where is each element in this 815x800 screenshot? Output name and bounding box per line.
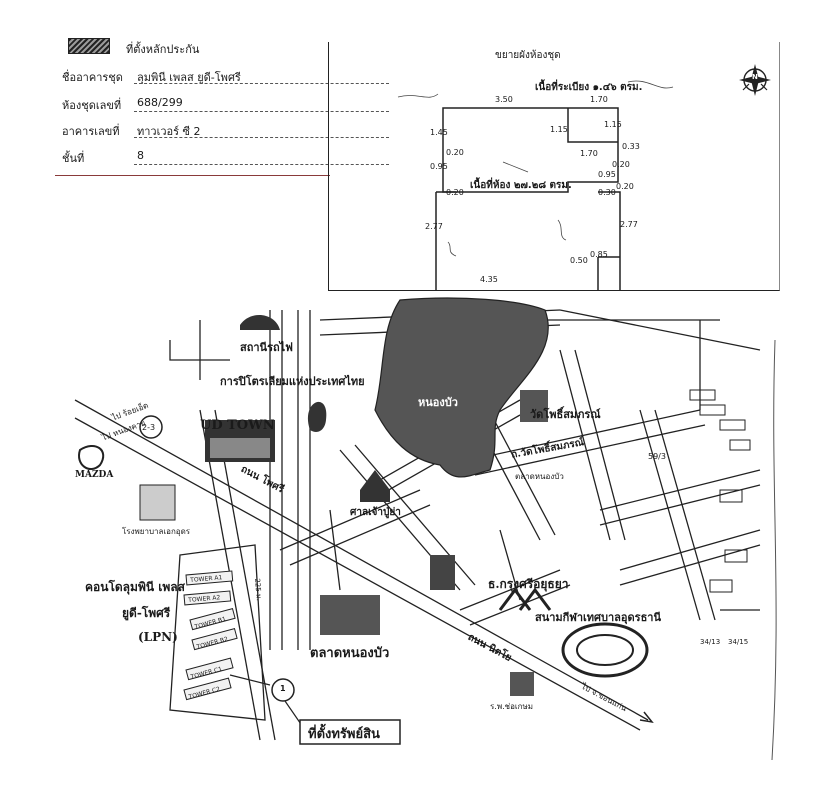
map-label-petroleum: การปิโตรเลียมแห่งประเทศไทย [220,375,365,388]
map-label-bank: ธ.กรุงศรีอยุธยา [488,577,569,591]
map-label-stadium: สนามกีฬาเทศบาลอุดรธานี [535,611,661,624]
map-label-shrine: ศาลเจ้าปู่ย่า [350,507,401,518]
dim: 0.20 [612,160,630,169]
map-label-condo-2: ยูดี-โพศรี [122,606,171,620]
map-label-3413: 34/13 [700,638,721,646]
map-label-3415: 34/15 [728,638,749,646]
info-value: ลุมพินี เพลส ยูดี-โพศรี [137,71,241,84]
info-label: ชื่ออาคารชุด [62,71,123,84]
property-callout-label: ที่ตั้งทรัพย์สิน [308,727,380,742]
map-label-market-big: ตลาดหนองบัว [310,646,390,661]
map-label-school: ร.พ.ช่อเกษม [490,702,534,711]
dim: 0.30 [598,188,616,197]
map-label-route: 2-3 [142,423,156,432]
map-label-condo-3: (LPN) [138,630,178,644]
dim: 4.35 [480,275,498,284]
balcony-area-label: เนื้อที่ระเบียง ๑.๔๖ ตรม. [535,82,643,93]
dim: 0.20 [616,182,634,191]
dim: 0.85 [590,250,608,259]
dim: 2.77 [620,220,638,229]
map-label-mazda: MAZDA [75,470,114,480]
map-label-lake: หนองบัว [418,396,458,409]
dim: 0.50 [570,256,588,265]
map-label-hospital: โรงพยาบาลเอกอุดร [122,527,191,536]
info-value: 8 [137,149,144,162]
legend-label: ที่ตั้งหลักประกัน [126,43,200,56]
north-label: N [752,73,758,81]
dim: 0.95 [598,170,616,179]
map-label-ud-town: UD TOWN [200,418,275,433]
info-label: อาคารเลขที่ [62,125,120,138]
dim: 1.70 [580,149,598,158]
dim: 1.45 [430,128,448,137]
dim: 1.15 [550,125,568,134]
info-value: ทาวเวอร์ ซี 2 [137,125,201,138]
map-label-distance: 225 ม. [253,578,263,602]
map-marker-label: 1 [280,684,286,693]
map-label-temple: วัดโพธิ์สมภรณ์ [530,408,601,421]
map-label-condo-1: คอนโดลุมพินี เพลส [85,580,185,594]
legend-swatch [68,38,110,54]
info-value: 688/299 [137,96,183,109]
dim: 0.95 [430,162,448,171]
map-label-market-small: ตลาดหนองบัว [515,472,564,481]
location-map [74,297,777,760]
info-divider [55,175,330,176]
dim: 0.33 [622,142,640,151]
dim: 0.20 [446,188,464,197]
north-arrow-icon [739,64,771,96]
info-label: ชั้นที่ [62,152,85,165]
floorplan-drawing [397,80,674,290]
dim: 0.20 [446,148,464,157]
info-label: ห้องชุดเลขที่ [62,99,122,112]
map-label-station: สถานีรถไฟ [240,341,293,354]
dim: 1.15 [604,120,622,129]
map-label-593: 59/3 [648,452,666,461]
dim: 2.77 [425,222,443,231]
dim: 3.50 [495,95,513,104]
dim: 1.70 [590,95,608,104]
floorplan-title: ขยายผังห้องชุด [495,50,561,61]
room-area-label: เนื้อที่ห้อง ๒๗.๒๘ ตรม. [470,180,572,191]
lake-shape [374,297,549,478]
